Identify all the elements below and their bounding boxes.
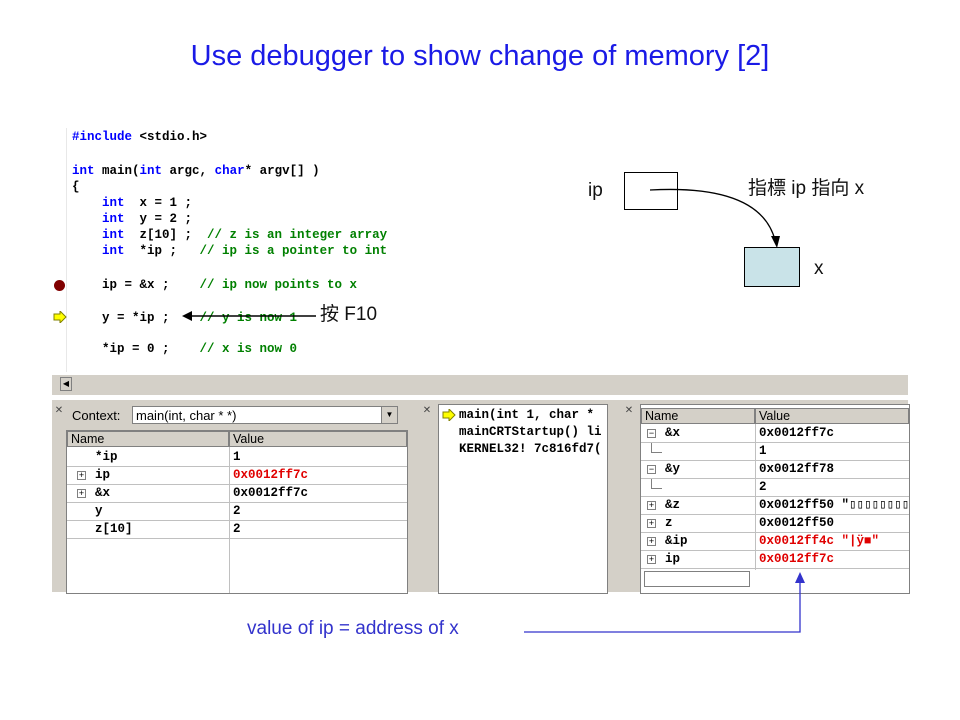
expand-icon[interactable]: +	[647, 554, 656, 564]
pointer-note: 指標 ip 指向 x	[748, 178, 865, 199]
collapse-icon[interactable]: −	[647, 428, 656, 438]
table-row[interactable]: + &z 0x0012ff50 "▯▯▯▯▯▯▯▯	[641, 497, 909, 515]
code-line-decl-ip: int *ip ; // ip is a pointer to int	[102, 244, 388, 258]
current-frame-arrow-icon	[442, 409, 456, 421]
table-row[interactable]: + ip 0x0012ff7c	[641, 551, 909, 569]
editor-gutter	[52, 128, 67, 372]
code-line-assign-ip: ip = &x ; // ip now points to x	[72, 278, 358, 292]
code-line-main: int main(int argc, char* argv[] )	[72, 164, 320, 178]
var-value: 0x0012ff7c	[233, 468, 309, 482]
x-label: x	[814, 258, 824, 279]
table-row[interactable]: 2	[641, 479, 909, 497]
watch-name: ip	[665, 552, 681, 566]
table-row[interactable]: + ip 0x0012ff7c	[67, 467, 407, 485]
var-value: 2	[233, 522, 241, 536]
watch-name: &z	[665, 498, 681, 512]
watch-value: 1	[759, 444, 767, 458]
table-row[interactable]: − &y 0x0012ff78	[641, 461, 909, 479]
watch-value: 0x0012ff7c	[759, 552, 835, 566]
context-bar: Context: main(int, char * *) ▼	[72, 404, 408, 428]
code-line-deref-ip: *ip = 0 ; // x is now 0	[72, 342, 298, 356]
watch-value: 0x0012ff4c "|ÿ■"	[759, 534, 880, 548]
watch-name: &y	[665, 462, 681, 476]
close-icon[interactable]: ✕	[54, 405, 64, 416]
table-row[interactable]: *ip 1	[67, 449, 407, 467]
table-row[interactable]: 1	[641, 443, 909, 461]
watch-header-value[interactable]: Value	[755, 408, 909, 424]
var-name: *ip	[95, 450, 118, 464]
editor-horizontal-scrollbar[interactable]	[52, 374, 908, 395]
var-name: &x	[95, 486, 111, 500]
current-line-arrow-icon	[53, 311, 67, 323]
watch-pane: Name Value − &x 0x0012ff7c 1 − &y 0x0012…	[640, 404, 910, 594]
watch-name: &ip	[665, 534, 688, 548]
locals-header-name[interactable]: Name	[67, 431, 229, 447]
context-value: main(int, char * *)	[136, 408, 237, 423]
expand-icon[interactable]: +	[647, 518, 656, 528]
slide-title: Use debugger to show change of memory [2…	[190, 40, 770, 72]
watch-value: 0x0012ff7c	[759, 426, 835, 440]
code-line-assign-y: y = *ip ; // y is now 1	[72, 311, 298, 325]
var-name: y	[95, 504, 103, 518]
x-memory-box	[744, 247, 800, 287]
close-icon[interactable]: ✕	[624, 405, 634, 416]
column-divider	[229, 447, 230, 593]
watch-name: z	[665, 516, 673, 530]
f10-annotation: 按 F10	[318, 299, 380, 326]
column-divider	[755, 424, 756, 570]
callstack-item[interactable]: main(int 1, char *	[459, 408, 595, 422]
address-arrow	[524, 572, 805, 633]
expand-icon[interactable]: +	[647, 536, 656, 546]
collapse-icon[interactable]: −	[647, 464, 656, 474]
table-row[interactable]: z[10] 2	[67, 521, 407, 539]
callstack-pane: main(int 1, char * mainCRTStartup() li K…	[438, 404, 608, 594]
var-name: ip	[95, 468, 111, 482]
code-line-decl-y: int y = 2 ;	[102, 212, 193, 226]
locals-header-value[interactable]: Value	[229, 431, 407, 447]
chevron-down-icon[interactable]: ▼	[381, 407, 397, 423]
scroll-left-icon[interactable]: ◀	[60, 377, 72, 391]
ip-label: ip	[588, 180, 603, 201]
table-row[interactable]: + z 0x0012ff50	[641, 515, 909, 533]
code-editor[interactable]	[52, 128, 408, 372]
breakpoint-icon[interactable]	[54, 280, 65, 291]
var-value: 2	[233, 504, 241, 518]
pointer-arrow	[649, 188, 780, 248]
code-line-decl-z: int z[10] ; // z is an integer array	[102, 228, 388, 242]
watch-value: 0x0012ff78	[759, 462, 835, 476]
new-watch-input[interactable]	[644, 571, 750, 587]
f10-arrow	[182, 311, 316, 321]
context-select[interactable]: main(int, char * *) ▼	[132, 406, 398, 424]
watch-value: 0x0012ff50	[759, 516, 835, 530]
table-row[interactable]: + &ip 0x0012ff4c "|ÿ■"	[641, 533, 909, 551]
var-value: 0x0012ff7c	[233, 486, 309, 500]
code-line-include: #include <stdio.h>	[72, 130, 208, 144]
expand-icon[interactable]: +	[647, 500, 656, 510]
bottom-note: value of ip = address of x	[247, 618, 459, 639]
locals-pane: Name Value *ip 1 + ip 0x0012ff7c + &x 0x…	[66, 430, 408, 594]
code-line-brace: {	[72, 180, 80, 194]
table-row[interactable]: − &x 0x0012ff7c	[641, 425, 909, 443]
expand-icon[interactable]: +	[77, 470, 86, 480]
table-row[interactable]: y 2	[67, 503, 407, 521]
var-name: z[10]	[95, 522, 133, 536]
expand-icon[interactable]: +	[77, 488, 86, 498]
tree-line	[651, 479, 662, 489]
table-row[interactable]: + &x 0x0012ff7c	[67, 485, 407, 503]
close-icon[interactable]: ✕	[422, 405, 432, 416]
callstack-item[interactable]: KERNEL32! 7c816fd7(	[459, 442, 602, 456]
watch-name: &x	[665, 426, 681, 440]
watch-value: 2	[759, 480, 767, 494]
watch-value: 0x0012ff50 "▯▯▯▯▯▯▯▯	[759, 498, 910, 512]
ip-memory-box	[624, 172, 678, 210]
code-line-decl-x: int x = 1 ;	[102, 196, 193, 210]
callstack-item[interactable]: mainCRTStartup() li	[459, 425, 602, 439]
var-value: 1	[233, 450, 241, 464]
tree-line	[651, 443, 662, 453]
watch-header-name[interactable]: Name	[641, 408, 755, 424]
context-label: Context:	[72, 408, 121, 423]
